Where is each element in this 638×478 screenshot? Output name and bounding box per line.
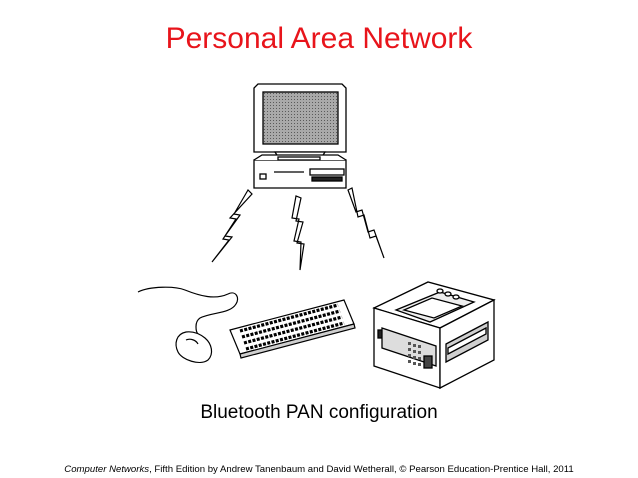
slide-footer: Computer Networks, Fifth Edition by Andr…: [0, 464, 638, 475]
slide-title: Personal Area Network: [165, 22, 473, 55]
footer-book-title: Computer Networks: [64, 464, 150, 475]
diagram-caption: Bluetooth PAN configuration: [200, 402, 438, 423]
printer-icon: [372, 281, 496, 390]
mouse-icon: [137, 286, 239, 364]
footer-credit: , Fifth Edition by Andrew Tanenbaum and …: [149, 464, 574, 475]
computer-icon: [253, 83, 347, 189]
keyboard-icon: [229, 299, 356, 359]
lightning-bolt-icon: [291, 195, 305, 271]
lightning-bolt-icon: [211, 189, 253, 263]
lightning-bolt-icon: [347, 187, 385, 259]
